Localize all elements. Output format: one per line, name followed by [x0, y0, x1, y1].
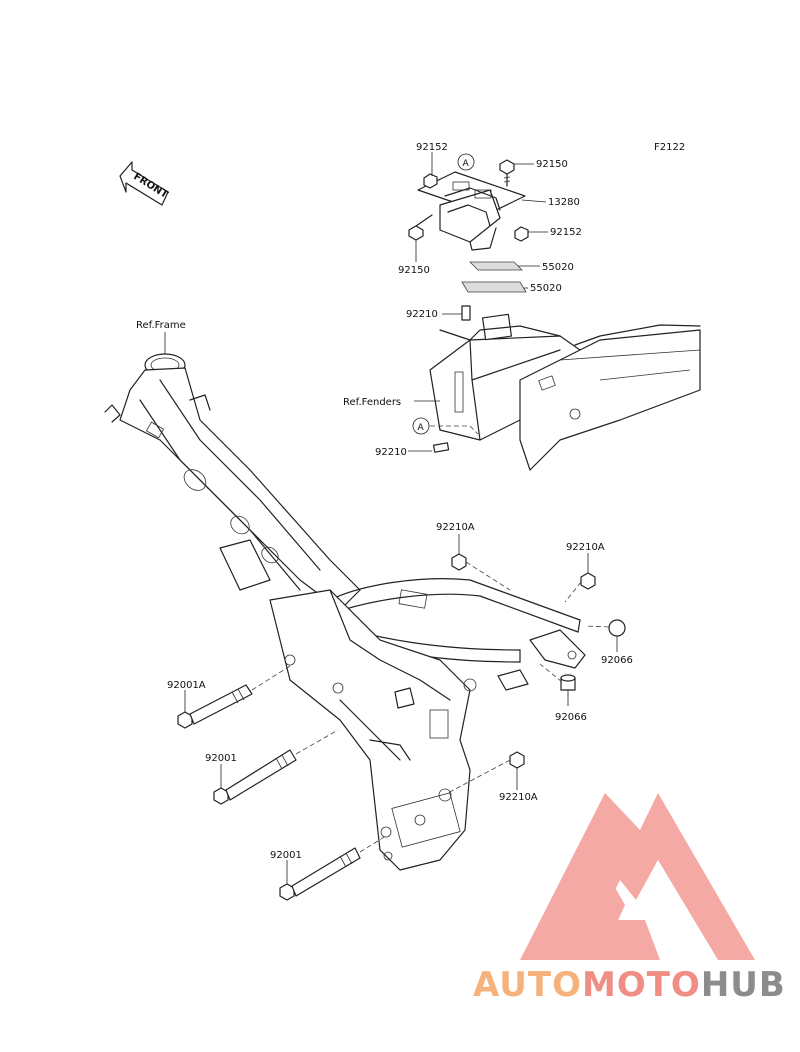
leader-lines — [164, 152, 618, 884]
bolt-92001-middle — [213, 749, 297, 805]
part-label: 13280 — [548, 197, 580, 208]
part-label: 92152 — [550, 227, 582, 238]
nut-92210a-right — [580, 572, 596, 590]
cap-92066-lower — [560, 674, 576, 691]
rear-fender-assembly — [429, 305, 701, 471]
part-label: 92210 — [375, 447, 407, 458]
automotohub-logo-icon — [520, 793, 755, 960]
part-label: 92210A — [499, 792, 538, 803]
part-label: 92001A — [167, 680, 206, 691]
ref-a-leader — [430, 425, 479, 435]
part-label: 92210A — [436, 522, 475, 533]
part-label: 92001 — [270, 850, 302, 861]
motorcycle-frame — [104, 353, 586, 871]
part-label: 55020 — [530, 283, 562, 294]
pad-lower — [461, 281, 527, 293]
front-arrow-icon: FRONT — [119, 161, 170, 206]
pad-upper — [469, 261, 523, 271]
part-label: 92152 — [416, 142, 448, 153]
callout-a-lower: A — [412, 417, 430, 435]
svg-text:A: A — [463, 159, 470, 169]
ref-frame-label: Ref.Frame — [136, 320, 186, 331]
cap-92066-upper — [608, 619, 626, 637]
automotohub-wordmark: AUTOMOTOHUB — [473, 965, 786, 1005]
callout-a-upper: A — [457, 153, 475, 171]
bolt-92001-lower — [279, 847, 361, 901]
part-label: 92066 — [601, 655, 633, 666]
battery-bracket-assembly — [408, 159, 529, 251]
part-label: 92066 — [555, 712, 587, 723]
front-label: FRONT — [131, 171, 169, 201]
svg-text:A: A — [418, 423, 425, 433]
part-label: 55020 — [542, 262, 574, 273]
part-label: 92210 — [406, 309, 438, 320]
part-label: 92001 — [205, 753, 237, 764]
nut-92210a-lower — [509, 751, 525, 769]
part-label: 92210A — [566, 542, 605, 553]
part-label: 92150 — [536, 159, 568, 170]
ref-fenders-label: Ref.Fenders — [343, 397, 401, 408]
part-label: 92150 — [398, 265, 430, 276]
bolt-92001a — [177, 684, 253, 729]
nut-92210a-upper — [451, 553, 467, 571]
figure-code: F2122 — [654, 142, 685, 153]
